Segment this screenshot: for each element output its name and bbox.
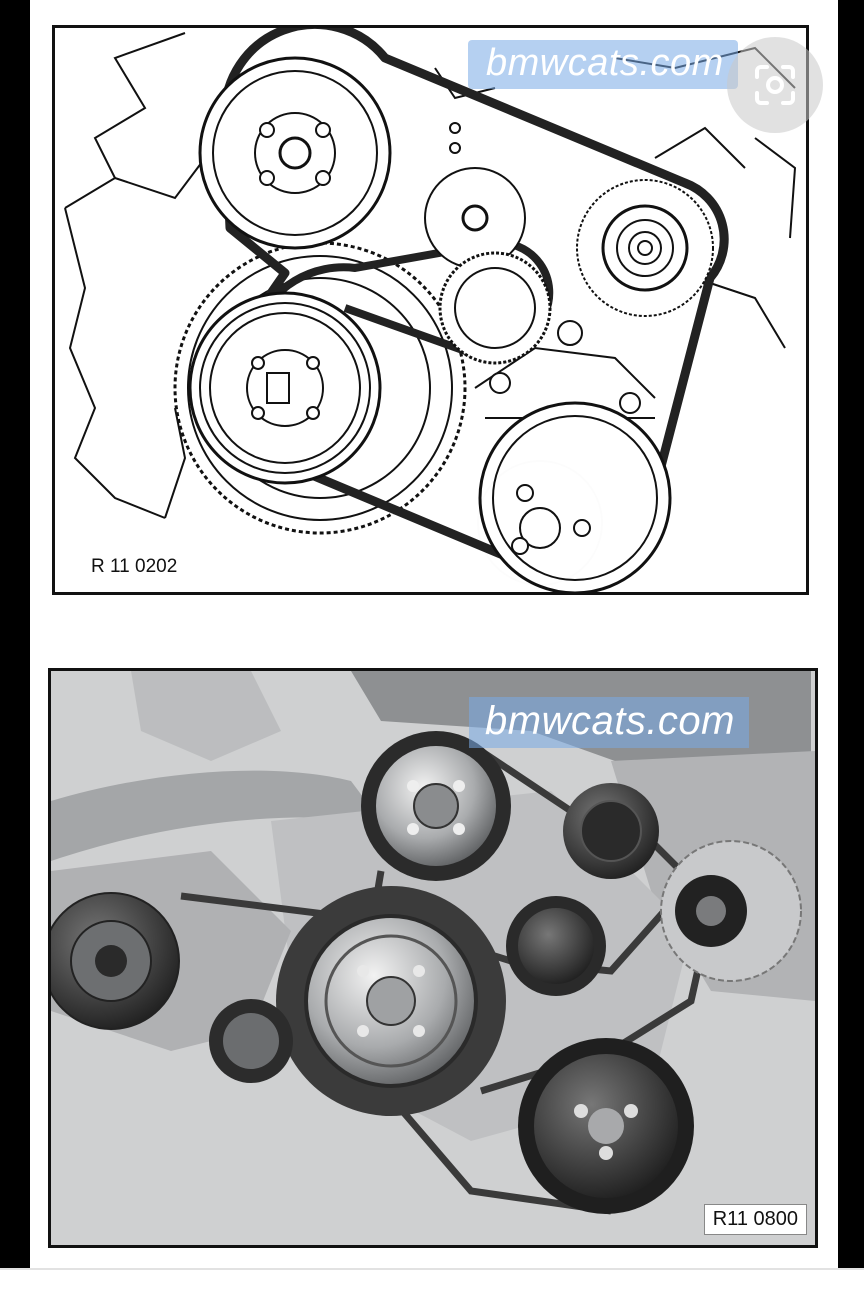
tensioner-pulley bbox=[576, 179, 714, 317]
bottom-divider bbox=[0, 1268, 864, 1270]
watermark: bmwcats.com bbox=[469, 697, 749, 748]
belt-diagram-drawing: bmwcats.com R 11 0202 bbox=[52, 25, 809, 595]
watermark: bmwcats.com bbox=[468, 40, 738, 89]
upper-pulley bbox=[198, 56, 392, 250]
google-lens-icon bbox=[755, 65, 795, 105]
figure-code: R11 0800 bbox=[703, 1204, 807, 1235]
belt-diagram-photo: bmwcats.com R11 0800 bbox=[48, 668, 818, 1248]
crank-pulley bbox=[188, 291, 382, 485]
water-pump-pulley bbox=[478, 401, 672, 592]
right-black-bar bbox=[838, 0, 864, 1270]
left-black-bar bbox=[0, 0, 30, 1270]
google-lens-button[interactable] bbox=[727, 37, 823, 133]
figure-code: R 11 0202 bbox=[91, 556, 178, 577]
engine-photo-render bbox=[51, 671, 815, 1245]
belt-routing-drawing bbox=[64, 28, 797, 592]
